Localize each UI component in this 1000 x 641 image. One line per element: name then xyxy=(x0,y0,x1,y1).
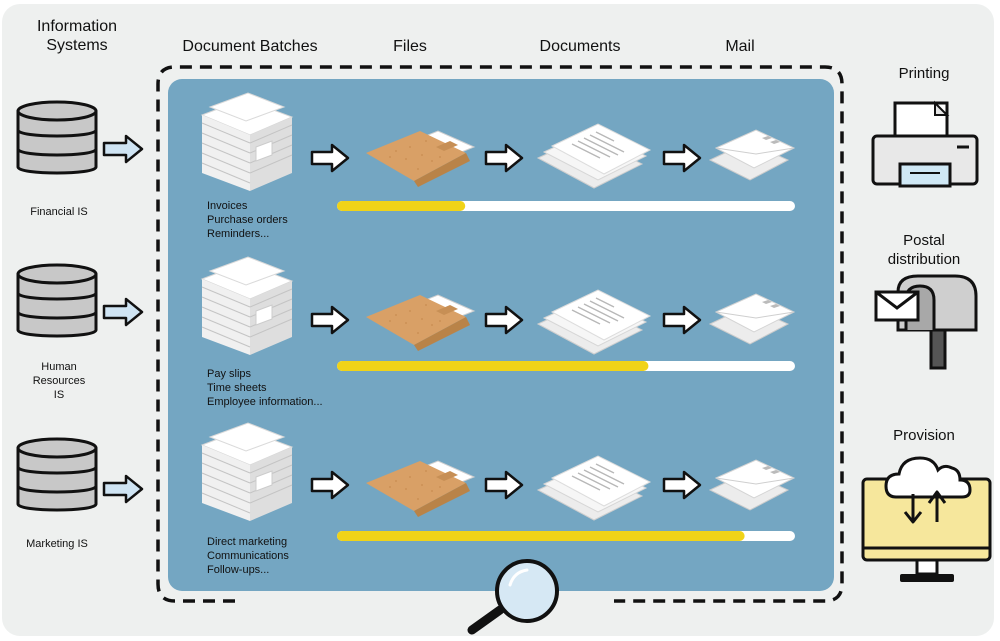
magnifier-icon xyxy=(467,559,559,635)
batch-item: Communications xyxy=(207,550,289,562)
arrow-icon xyxy=(310,143,350,173)
documents-icon xyxy=(537,123,651,189)
arrow-icon xyxy=(484,305,524,335)
batch-item: Follow-ups... xyxy=(207,564,270,576)
is-label-financial: Financial IS xyxy=(30,206,88,218)
batch-item: Invoices xyxy=(207,200,248,212)
header-information-systems: Information Systems xyxy=(36,18,118,54)
arrow-icon xyxy=(310,305,350,335)
output-label-printing: Printing xyxy=(898,65,950,82)
paper-stack-icon xyxy=(201,256,293,356)
batch-list-marketing: Direct marketing Communications Follow-u… xyxy=(207,535,289,577)
arrow-icon xyxy=(310,470,350,500)
folder-icon xyxy=(365,460,475,518)
paper-stack-icon xyxy=(201,92,293,192)
batch-item: Employee information... xyxy=(207,396,323,408)
header-mail: Mail xyxy=(725,38,755,55)
printer-icon xyxy=(871,100,979,188)
is-label-marketing: Marketing IS xyxy=(26,538,88,550)
header-files: Files xyxy=(393,38,427,55)
paper-stack-icon xyxy=(201,422,293,522)
progress-fill xyxy=(337,531,745,541)
envelope-icon xyxy=(709,129,795,181)
arrow-icon xyxy=(102,297,144,327)
arrow-icon xyxy=(102,134,144,164)
database-icon xyxy=(16,100,98,175)
process-boundary xyxy=(156,65,844,603)
output-label-provision: Provision xyxy=(893,427,955,444)
documents-icon xyxy=(537,455,651,521)
mailbox-icon xyxy=(874,274,978,370)
envelope-icon xyxy=(709,293,795,345)
arrow-icon xyxy=(662,143,702,173)
progress-fill xyxy=(337,361,649,371)
arrow-icon xyxy=(662,305,702,335)
is-label-human-resources: Human Resources IS xyxy=(32,361,86,401)
output-label-postal: Postal distribution xyxy=(887,232,961,268)
envelope-icon xyxy=(709,459,795,511)
documents-icon xyxy=(537,289,651,355)
progress-fill xyxy=(337,201,466,211)
arrow-icon xyxy=(484,470,524,500)
batch-item: Pay slips xyxy=(207,368,252,380)
arrow-icon xyxy=(102,474,144,504)
batch-item: Reminders... xyxy=(207,228,270,240)
folder-icon xyxy=(365,130,475,188)
header-documents: Documents xyxy=(539,38,621,55)
monitor-cloud-icon xyxy=(861,456,992,582)
arrow-icon xyxy=(662,470,702,500)
database-icon xyxy=(16,437,98,512)
batch-item: Direct marketing xyxy=(207,536,288,548)
batch-list-financial: Invoices Purchase orders Reminders... xyxy=(207,199,288,241)
batch-list-hr: Pay slips Time sheets Employee informati… xyxy=(207,367,323,409)
batch-item: Time sheets xyxy=(207,382,267,394)
batch-item: Purchase orders xyxy=(207,214,288,226)
folder-icon xyxy=(365,294,475,352)
database-icon xyxy=(16,263,98,338)
header-document-batches: Document Batches xyxy=(182,38,318,55)
arrow-icon xyxy=(484,143,524,173)
